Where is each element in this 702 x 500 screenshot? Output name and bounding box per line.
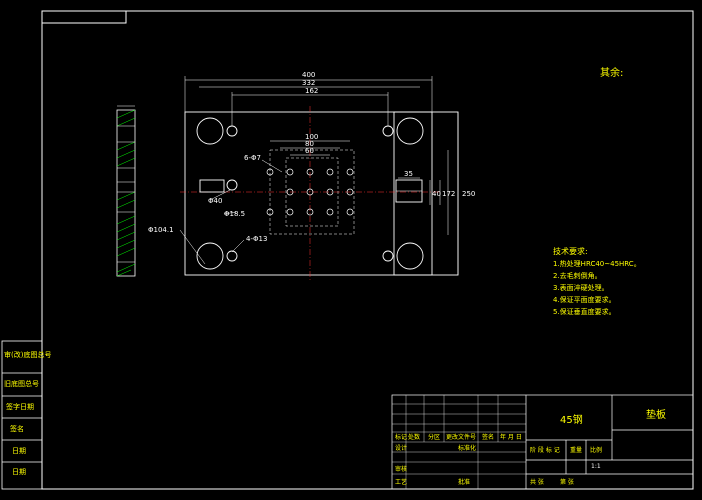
tech-req-item: 5.保证垂直度要求。: [553, 307, 616, 316]
tb-marks: 标记: [395, 433, 407, 441]
side-section-view: [116, 105, 136, 277]
tb-sign: 签名: [482, 433, 494, 441]
dimension-labels: 400 332 162 100 80 60 35 250 172 40 6-Φ7…: [148, 71, 475, 243]
material-label: 45钢: [560, 413, 583, 426]
tech-req-item: 2.去毛刺倒角。: [553, 271, 602, 280]
tb-approve: 批准: [458, 478, 470, 486]
tb-scale-val: 1:1: [591, 463, 601, 470]
tb-date: 年 月 日: [500, 433, 522, 441]
dim-hole-mid: Φ18.5: [224, 210, 245, 218]
dim-hole-span-1: 100: [305, 133, 318, 141]
remark-label: 其余:: [600, 66, 623, 79]
dim-side-len: 35: [404, 170, 413, 178]
dim-height-1: 250: [462, 190, 475, 198]
tb-scale: 比例: [590, 446, 602, 454]
dim-overall-width: 400: [302, 71, 315, 79]
dim-hole-big: Φ104.1: [148, 226, 174, 234]
title-block: [391, 394, 694, 490]
side-label: 旧底图总号: [4, 379, 39, 388]
dim-hole-span-3: 60: [305, 147, 314, 155]
tb-process: 工艺: [395, 478, 407, 486]
tech-requirements: 技术要求: 1.热处理HRC40~45HRC。 2.去毛刺倒角。 3.表面淬硬处…: [553, 246, 641, 316]
tb-doc-no: 更改文件号: [446, 433, 476, 441]
tb-zone: 分区: [428, 433, 440, 441]
tb-sheet-no: 第 张: [560, 478, 574, 486]
tb-design: 设计: [395, 444, 407, 452]
side-label: 日期: [12, 447, 26, 455]
side-label: 签字日期: [6, 402, 34, 411]
plate-front-view: [179, 76, 459, 280]
tech-req-item: 1.热处理HRC40~45HRC。: [553, 259, 641, 268]
dim-height-2: 172: [442, 190, 455, 198]
tb-weight: 重量: [570, 446, 582, 454]
dim-inner-width-1: 332: [302, 79, 315, 87]
drawing-frame: [41, 10, 694, 490]
tb-sheet-total: 共 张: [530, 478, 544, 486]
side-label-column: [1, 340, 43, 490]
side-label: 日期: [12, 468, 26, 476]
title-block-text: 45钢 垫板 标记 处数 分区 更改文件号 签名 年 月 日 设计 标准化 审核…: [395, 408, 666, 486]
dim-hole-small: Φ40: [208, 197, 222, 205]
dim-hole-span-2: 80: [305, 140, 314, 148]
tb-audit: 审核: [395, 465, 407, 473]
side-label: 审(改)底图总号: [4, 350, 51, 359]
tech-req-item: 3.表面淬硬处理。: [553, 283, 609, 292]
tb-stage: 阶 段 标 记: [530, 446, 560, 454]
tech-req-item: 4.保证平面度要求。: [553, 295, 616, 304]
tb-standard: 标准化: [458, 444, 476, 452]
side-label: 签名: [10, 424, 24, 433]
dim-holes-6: 6-Φ7: [244, 154, 261, 162]
dim-holes-4: 4-Φ13: [246, 235, 267, 243]
tech-req-title: 技术要求:: [553, 246, 588, 256]
tb-count: 处数: [408, 433, 420, 441]
part-name-label: 垫板: [646, 408, 666, 421]
dim-height-3: 40: [432, 190, 441, 198]
dim-inner-width-2: 162: [305, 87, 318, 95]
side-labels: 审(改)底图总号 旧底图总号 签字日期 签名 日期 日期: [4, 350, 51, 476]
